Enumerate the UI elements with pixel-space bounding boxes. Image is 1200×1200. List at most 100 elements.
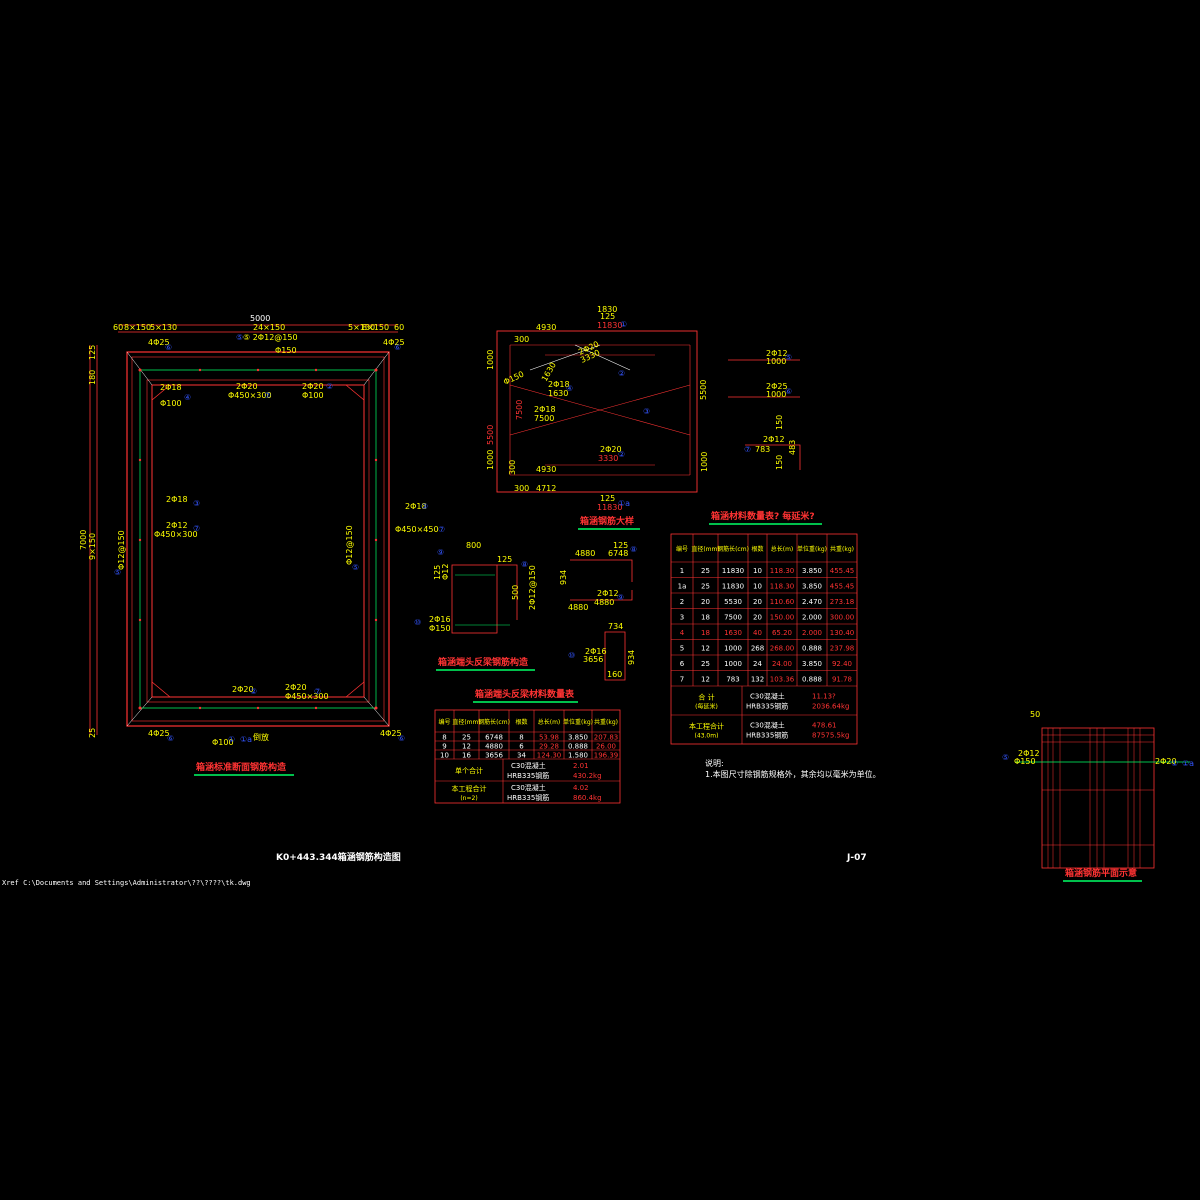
- end-cell-1-2: 4880: [485, 743, 503, 751]
- end-total-label: 本工程合计: [452, 784, 487, 793]
- det-side-1: 2Φ12: [766, 349, 788, 358]
- end-cell-1-6: 26.00: [596, 743, 616, 751]
- ewd-label-1: 4880: [575, 549, 595, 558]
- plan-callout-3: ①a: [1182, 759, 1194, 768]
- end-total-sub: (n=2): [460, 795, 477, 802]
- sec-callout-17: ①a: [240, 735, 252, 744]
- ew-label-7: 125: [433, 565, 442, 580]
- det-label-1: 4930: [536, 323, 556, 332]
- end-header-1: 直径(mm): [452, 718, 480, 726]
- det-callout-6: ①a: [618, 499, 630, 508]
- notes: 说明: 1.本图尺寸除钢筋规格外，其余均以毫米为单位。: [705, 758, 881, 779]
- end-cell-2-0: 10: [440, 752, 449, 760]
- ewd-label-6: 4880: [594, 598, 614, 607]
- main-cell-0-5: 3.850: [802, 567, 822, 575]
- end-cell-1-3: 6: [519, 743, 524, 751]
- main-cell-1-6: 455.45: [830, 582, 855, 590]
- main-total-hrb: HRB335钢筋: [746, 731, 788, 740]
- sec-callout-18: ⑥: [398, 734, 405, 743]
- main-header-1: 直径(mm): [691, 545, 719, 553]
- rebar-detail-title: 箱涵钢筋大样: [580, 515, 634, 527]
- end-subtotal-c30: C30混凝土: [511, 761, 546, 770]
- sec-label-2: ⑤ 2Φ12@150: [243, 333, 298, 342]
- main-cell-3-4: 150.00: [770, 613, 795, 621]
- main-cell-4-4: 65.20: [772, 629, 792, 637]
- main-cell-4-6: 130.40: [830, 629, 855, 637]
- sec-callout-8: ⑦: [193, 524, 200, 533]
- det-label-24: 1000: [700, 452, 709, 472]
- sec-label-9: 2Φ18: [160, 383, 182, 392]
- det-side-callout-1: ⑤: [785, 353, 792, 362]
- ew-callout-1: ⑨: [437, 548, 444, 557]
- main-subtotal-hrb-val: 2036.64kg: [812, 703, 849, 711]
- end-total-hrb: HRB335钢筋: [507, 793, 549, 802]
- main-cell-3-3: 20: [753, 613, 762, 621]
- det-label-22: 4712: [536, 484, 556, 493]
- main-cell-3-0: 3: [680, 613, 684, 621]
- end-wall: 800 125 2Φ12@150 2Φ16 Φ150 500 125 Φ12 ⑨…: [414, 541, 537, 671]
- sec-label-22: Φ100: [212, 738, 234, 747]
- sec-label-20: Φ450×300: [285, 692, 329, 701]
- sec-callout-16: ①: [228, 735, 235, 744]
- drawing-title: K0+443.344箱涵钢筋构造图: [276, 851, 401, 863]
- main-cell-0-1: 25: [701, 567, 710, 575]
- section-view: 5000 60 8×150 5×130 24×150 5×130 8×150 6…: [79, 314, 445, 776]
- sec-callout-7: ③: [193, 499, 200, 508]
- sec-callout-9: ③: [421, 502, 428, 511]
- end-header-3: 根数: [515, 718, 527, 726]
- end-cell-0-1: 25: [462, 734, 471, 742]
- det-callout-5: ②: [618, 450, 625, 459]
- det-side-8: 150: [775, 415, 784, 430]
- det-label-21: 300: [508, 460, 517, 475]
- sec-label-23: 4Φ25: [380, 729, 402, 738]
- end-wall-title: 箱涵端头反梁钢筋构造: [438, 656, 529, 668]
- end-cell-2-5: 1.580: [568, 752, 588, 760]
- notes-heading: 说明:: [705, 758, 724, 768]
- end-subtotal-hrb-val: 430.2kg: [573, 772, 602, 780]
- ewd-label-3: 6748: [608, 549, 628, 558]
- sec-label-19: 2Φ20: [285, 683, 307, 692]
- sec-label-10: Φ100: [160, 399, 182, 408]
- dim-top-a: 60: [113, 323, 123, 332]
- main-cell-1-4: 118.30: [770, 582, 795, 590]
- sec-callout-14: ⑦: [314, 687, 321, 696]
- main-cell-2-2: 5530: [724, 598, 742, 606]
- sec-callout-12: ⑤: [352, 563, 359, 572]
- main-cell-4-5: 2.000: [802, 629, 822, 637]
- main-cell-2-0: 2: [680, 598, 684, 606]
- end-cell-0-4: 53.98: [539, 734, 559, 742]
- plan-callout-1: ⑤: [1002, 753, 1009, 762]
- end-cell-0-2: 6748: [485, 734, 503, 742]
- det-label-17: 7500: [534, 414, 554, 423]
- ewd-callout-3: ⑩: [568, 651, 575, 660]
- sec-label-1: 4Φ25: [148, 338, 170, 347]
- sec-label-12: 2Φ12: [166, 521, 188, 530]
- sec-note: 倒放: [253, 732, 269, 742]
- ew-label-3: 2Φ12@150: [528, 565, 537, 610]
- det-label-2: 125: [600, 312, 615, 321]
- sec-callout-11: ⑤: [114, 568, 121, 577]
- dim-left-c: 9×150: [88, 533, 97, 560]
- det-label-18: 2Φ20: [600, 445, 622, 454]
- det-side-3: 2Φ25: [766, 382, 788, 391]
- det-side-5: 2Φ12: [763, 435, 785, 444]
- main-cell-0-2: 11830: [722, 567, 744, 575]
- end-table-title: 箱涵端头反梁材料数量表: [475, 688, 575, 700]
- main-header-4: 总长(m): [771, 545, 794, 553]
- end-total-hrb-val: 860.4kg: [573, 794, 602, 802]
- det-side-callout-3: ⑦: [744, 445, 751, 454]
- ewd-label-4: 934: [559, 570, 568, 585]
- main-header-5: 单位重(kg): [797, 545, 827, 553]
- main-cell-2-4: 110.60: [770, 598, 795, 606]
- sec-callout-1: ⑥: [165, 343, 172, 352]
- main-cell-3-5: 2.000: [802, 613, 822, 621]
- sec-callout-3: ⑥: [394, 343, 401, 352]
- main-cell-1-1: 25: [701, 582, 710, 590]
- main-cell-6-2: 1000: [724, 660, 742, 668]
- det-label-15: 7500: [515, 400, 524, 420]
- end-cell-0-0: 8: [442, 734, 446, 742]
- det-label-11: 2Φ18: [548, 380, 570, 389]
- dim-left-b: 180: [88, 370, 97, 385]
